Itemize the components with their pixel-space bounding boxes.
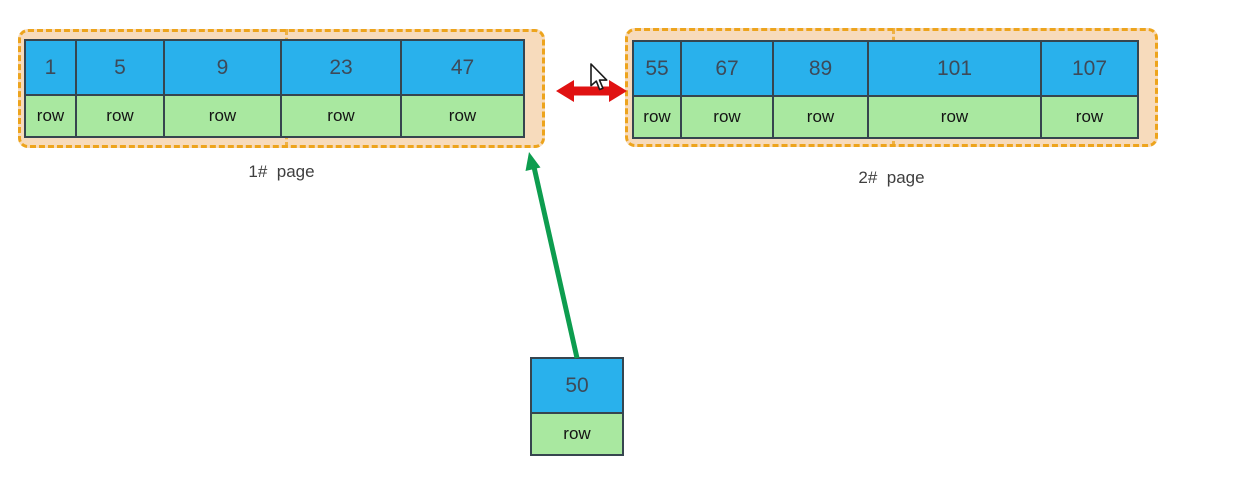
row-cell: row	[26, 96, 75, 136]
row-cell: row	[774, 97, 867, 137]
index-cell: 107 row	[1040, 42, 1137, 137]
index-cell: 50 row	[532, 359, 622, 454]
index-cell: 89 row	[772, 42, 867, 137]
red-double-arrow-icon	[556, 80, 627, 102]
key-cell: 23	[282, 41, 400, 96]
row-cell: row	[165, 96, 280, 136]
index-cell: 23 row	[280, 41, 400, 136]
key-cell: 1	[26, 41, 75, 96]
key-cell: 89	[774, 42, 867, 97]
key-cell: 67	[682, 42, 772, 97]
page-1-label: 1# page	[248, 162, 315, 181]
row-cell: row	[77, 96, 163, 136]
index-cell: 67 row	[680, 42, 772, 137]
index-cell: 5 row	[75, 41, 163, 136]
page-1-record-table: 1 row 5 row 9 row 23 row 47 row	[24, 39, 525, 138]
key-cell: 5	[77, 41, 163, 96]
key-cell: 101	[869, 42, 1040, 97]
key-cell: 55	[634, 42, 680, 97]
page-2-label: 2# page	[858, 168, 925, 187]
row-cell: row	[682, 97, 772, 137]
index-cell: 55 row	[634, 42, 680, 137]
row-cell: row	[402, 96, 523, 136]
mouse-cursor-icon	[590, 63, 608, 91]
page-2-record-table: 55 row 67 row 89 row 101 row 107 row	[632, 40, 1139, 139]
key-cell: 9	[165, 41, 280, 96]
key-cell: 47	[402, 41, 523, 96]
row-cell: row	[532, 414, 622, 454]
key-cell: 50	[532, 359, 622, 414]
row-cell: row	[634, 97, 680, 137]
insert-record-cell: 50 row	[530, 357, 624, 456]
index-cell: 101 row	[867, 42, 1040, 137]
row-cell: row	[869, 97, 1040, 137]
index-cell: 1 row	[26, 41, 75, 136]
green-insert-arrow-shaft	[531, 166, 580, 359]
row-cell: row	[1042, 97, 1137, 137]
index-cell: 9 row	[163, 41, 280, 136]
key-cell: 107	[1042, 42, 1137, 97]
index-cell: 47 row	[400, 41, 523, 136]
row-cell: row	[282, 96, 400, 136]
